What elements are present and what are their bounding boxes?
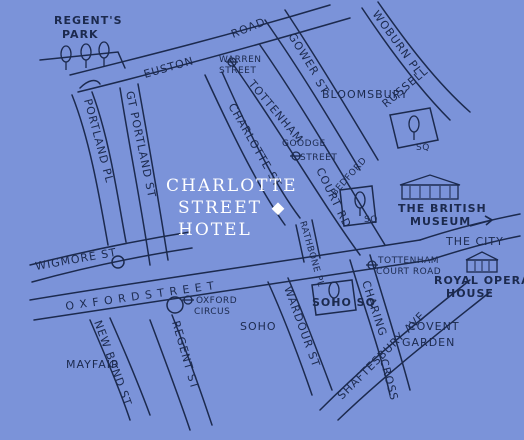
label-soho-sq: SOHO SQ [312,296,376,309]
label-woburn-pl: WOBURN PL [370,8,425,77]
hotel-name-2: STREET [178,198,262,218]
underground-station-icon [366,260,378,270]
label-goodge-1: GOODGE [282,139,326,149]
label-regent-st: REGENT ST [169,319,201,391]
stations [182,57,378,305]
oxford-street [29,239,421,301]
arrow-right-icon [469,215,493,227]
label-bloomsbury: BLOOMSBURY [322,88,408,101]
underground-station-icon [290,151,302,161]
label-wigmore-st: WIGMORE ST [34,246,118,273]
bedford-square [339,185,377,227]
shaftesbury-avenue [319,279,471,411]
label-royal-opera-1: ROYAL OPERA [434,274,524,287]
label-covent-garden-2: GARDEN [402,336,455,349]
tree-icon [354,191,366,216]
label-regents-park-1: REGENT'S [54,14,123,27]
new-bond-street [89,319,131,421]
tree-icon [98,41,110,66]
tottenham-court-road [229,59,361,256]
label-russell-sq: SQ [416,143,430,153]
hotel-marker-icon [271,202,285,216]
tree-icon [60,45,72,70]
label-regents-park-2: PARK [62,28,99,41]
russell-square [389,107,439,149]
great-portland-street [119,87,151,266]
label-royal-opera-2: HOUSE [446,287,494,300]
label-the-city: THE CITY [445,235,504,248]
regent-street [149,319,191,431]
label-british-museum-1: THE BRITISH [398,202,487,215]
portland-place [71,94,109,246]
underground-station-icon [182,295,194,305]
underground-station-icon [226,57,238,67]
woburn-place [361,7,451,121]
label-covent-garden-1: COVENT [408,320,460,333]
opera-house-icon [465,251,499,273]
soho-square [311,279,357,316]
gower-street [264,19,361,171]
label-british-museum-2: MUSEUM [410,215,471,228]
label-warren-street-1: WARREN [219,55,262,65]
label-gt-portland-st: GT PORTLAND ST [123,90,158,199]
oxford-circus-junction [166,296,184,314]
hotel-name-3: HOTEL [178,220,252,240]
hotel-name-1: CHARLOTTE [166,176,298,196]
trees [60,41,420,306]
tree-icon [328,281,340,306]
tree-icon [80,43,92,68]
tree-icon [408,115,420,140]
euston-road [69,4,331,76]
label-warren-street-2: STREET [219,66,256,76]
label-tottenham-court-road-1: TOTTENHAM [377,256,439,266]
label-goodge-2: STREET [300,153,337,163]
label-tottenham-court-road-2: COURT ROAD [376,267,441,277]
label-soho: SOHO [240,320,277,333]
label-oxford-circus-1: OXFORD [196,296,237,306]
museum-building-icon [399,174,461,200]
wardour-street [267,281,313,396]
label-euston: EUSTON [142,54,195,81]
wigmore-street [29,231,191,266]
label-oxford-circus-2: CIRCUS [194,307,230,317]
charing-cross-road [349,259,391,396]
label-mayfair: MAYFAIR [66,358,120,371]
label-bedford-sq: SQ [364,215,378,225]
label-road: ROAD [229,15,267,41]
